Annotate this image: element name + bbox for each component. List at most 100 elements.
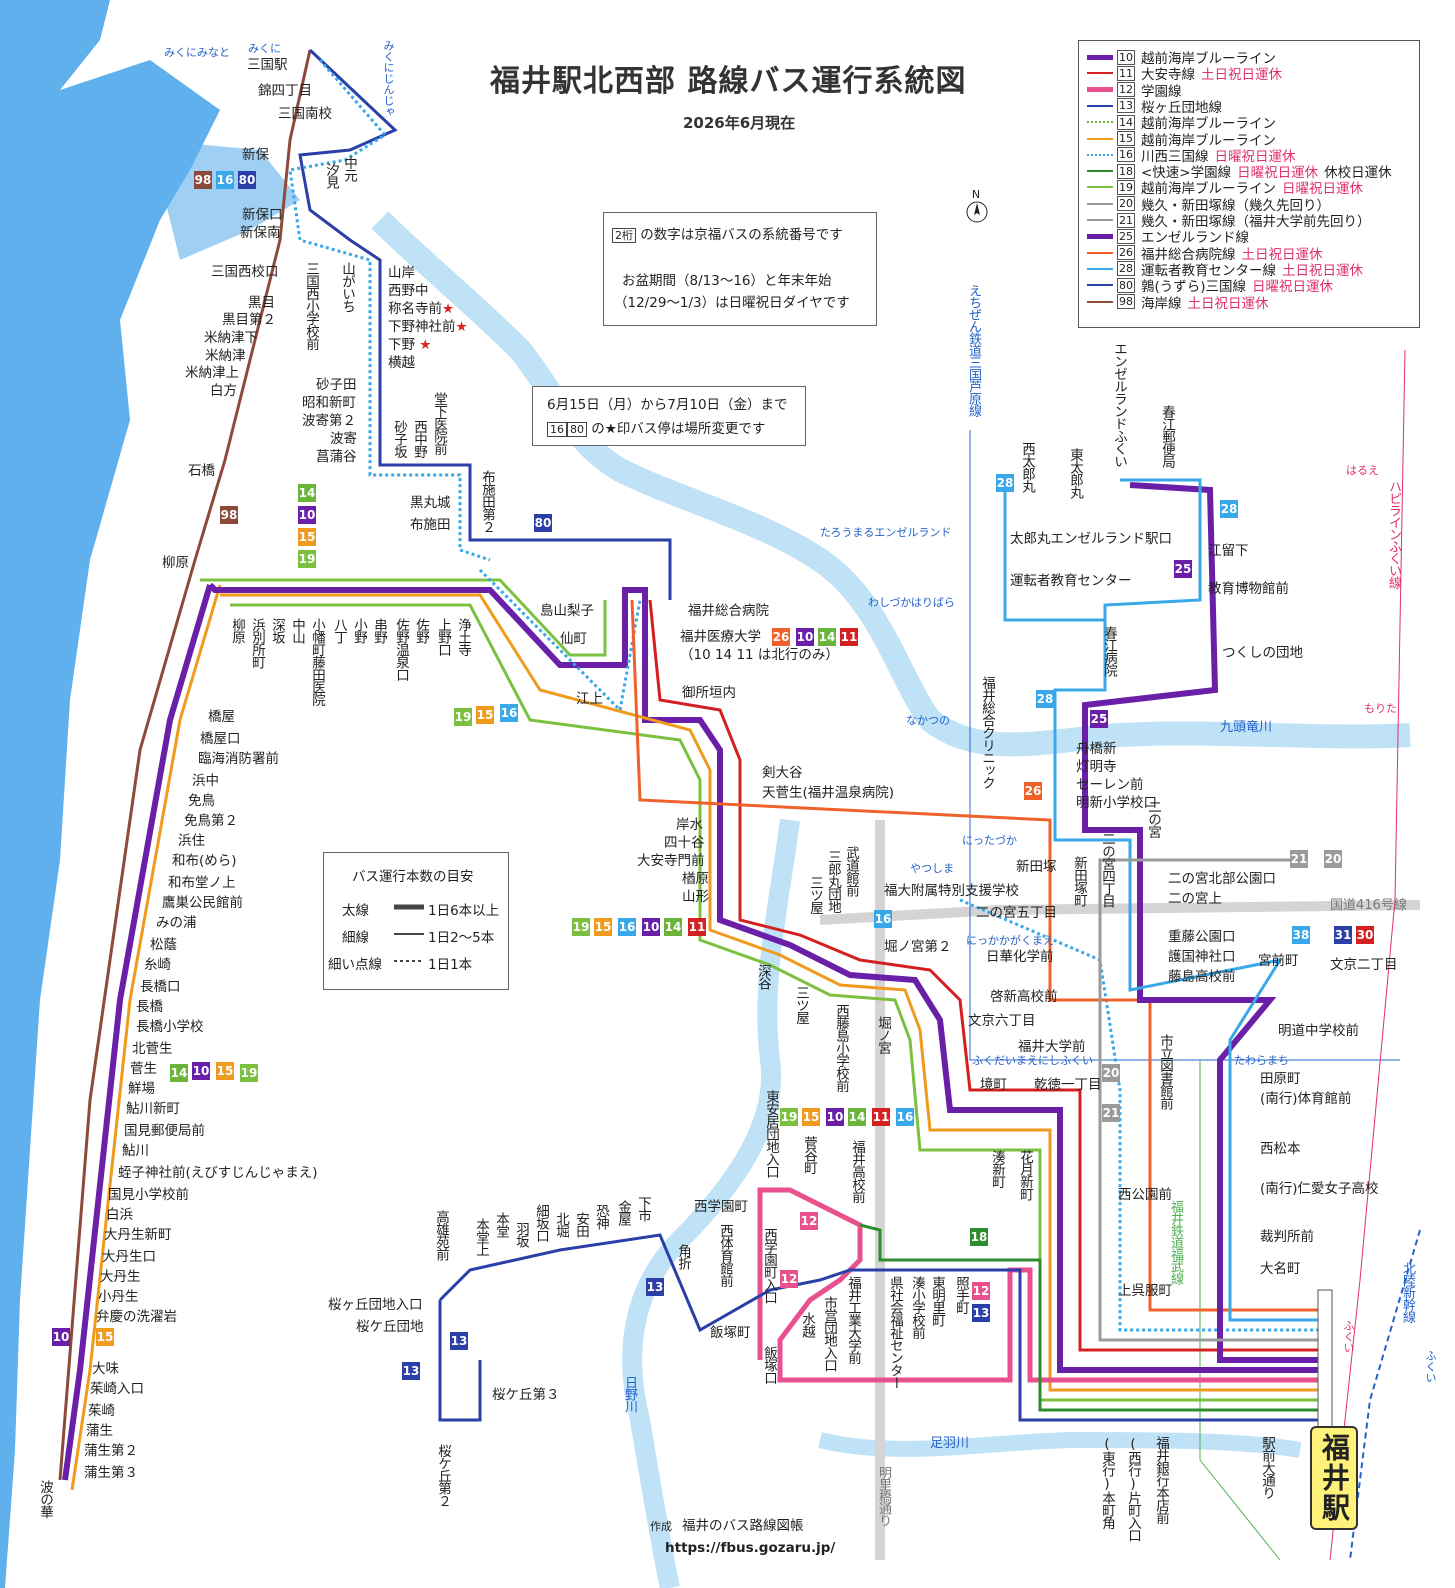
stop-label[interactable]: 中山 [289,618,305,643]
stop-label[interactable]: 長橋口 [140,979,181,995]
stop-label[interactable]: 桜ケ丘第２ [435,1444,451,1507]
stop-label[interactable]: 楢原 [682,871,709,887]
stop-label[interactable]: 汐見 [323,163,339,188]
stop-label[interactable]: 東太郎丸 [1067,448,1083,498]
stop-label[interactable]: 黒目第２ [222,312,276,328]
stop-label[interactable]: 北堀 [553,1212,569,1237]
stop-label[interactable]: 堀ノ宮第２ [884,939,952,955]
stop-label[interactable]: 下野 ★ [388,337,432,353]
stop-label[interactable]: 山がいち [339,262,355,312]
stop-label[interactable]: 花月新町 [1017,1150,1033,1200]
stop-label[interactable]: 湊新町 [989,1150,1005,1188]
stop-label[interactable]: 境町 [980,1077,1007,1093]
stop-label[interactable]: 福井銀行本店前 [1153,1436,1169,1524]
stop-label[interactable]: 浜住 [178,833,205,849]
stop-label[interactable]: 鮎川新町 [126,1101,180,1117]
stop-label[interactable]: 西公園前 [1118,1187,1172,1203]
stop-label[interactable]: 砂子坂 [391,420,407,458]
stop-label[interactable]: 西学園町入口 [761,1228,777,1303]
stop-label[interactable]: 深坂 [269,618,285,643]
stop-label[interactable]: 米納津上 [185,365,239,381]
stop-label[interactable]: 三国西小学校前 [303,262,319,350]
stop-label[interactable]: 砂子田 [316,377,357,393]
stop-label[interactable]: 島山梨子 [540,603,594,619]
stop-label[interactable]: 米納津下 [204,330,258,346]
stop-label[interactable]: 市営団地入口 [821,1296,837,1371]
stop-label[interactable]: 長橋 [136,999,163,1015]
stop-label[interactable]: 東安居団地入口 [763,1090,779,1178]
stop-label[interactable]: 藤島高校前 [1168,969,1236,985]
stop-label[interactable]: 二の宮五丁目 [976,905,1057,921]
stop-label[interactable]: 糸崎 [144,957,171,973]
stop-label[interactable]: 福井総合クリニック [979,676,995,789]
stop-label[interactable]: 浜中 [192,773,219,789]
stop-label[interactable]: 西中野 [411,420,427,458]
stop-label[interactable]: 上野口 [435,618,451,656]
stop-label[interactable]: 上呉服町 [1118,1283,1172,1299]
stop-label[interactable]: 橋屋 [208,709,235,725]
stop-label[interactable]: 山形 [682,889,709,905]
stop-label[interactable]: 細坂口 [533,1204,549,1242]
stop-label[interactable]: 水越 [799,1312,815,1337]
stop-label[interactable]: 桜ケ丘第３ [492,1387,560,1403]
stop-label[interactable]: 福井高校前 [849,1140,865,1203]
stop-label[interactable]: 中元 [341,156,357,181]
stop-label[interactable]: 文京二丁目 [1330,957,1398,973]
stop-label[interactable]: 松蔭 [150,937,177,953]
stop-label[interactable]: 下野神社前★ [388,319,468,335]
stop-label[interactable]: 北菅生 [132,1041,173,1057]
stop-label[interactable]: 灯明寺 [1076,759,1117,775]
stop-label[interactable]: 湊小学校前 [909,1276,925,1339]
stop-label[interactable]: 小丹生 [98,1289,139,1305]
stop-label[interactable]: 照手町 [953,1276,969,1314]
stop-label[interactable]: 浜別所町 [249,618,265,668]
stop-label[interactable]: 鮮場 [128,1081,155,1097]
stop-label[interactable]: つくしの団地 [1222,645,1303,661]
stop-label[interactable]: 黒丸城 [410,495,451,511]
stop-label[interactable]: 江上 [576,691,603,707]
stop-label[interactable]: 福井医療大学 [680,629,761,645]
stop-label[interactable]: 免鳥第２ [184,813,238,829]
stop-label[interactable]: 西体育館前 [717,1224,733,1287]
stop-label[interactable]: 春江病院 [1101,626,1117,676]
stop-label[interactable]: 新保 [242,147,269,163]
stop-label[interactable]: 波寄第２ [302,413,356,429]
stop-label[interactable]: 福井大学前 [1018,1039,1086,1055]
stop-label[interactable]: 本堂上 [473,1218,489,1256]
stop-label[interactable]: 西太郎丸 [1019,442,1035,492]
stop-label[interactable]: 西野中 [388,283,429,299]
stop-label[interactable]: みの浦 [156,915,197,931]
stop-label[interactable]: 運転者教育センター [1010,573,1132,589]
stop-label[interactable]: 啓新高校前 [990,989,1058,1005]
stop-label[interactable]: 横越 [388,355,415,371]
stop-label[interactable]: 新田塚 [1016,859,1057,875]
stop-label[interactable]: 裁判所前 [1260,1229,1314,1245]
stop-label[interactable]: (南行)体育館前 [1260,1091,1352,1107]
stop-label[interactable]: 茱崎 [88,1403,115,1419]
stop-label[interactable]: 菖蒲谷 [316,449,357,465]
stop-label[interactable]: 蒲生 [86,1423,113,1439]
stop-label[interactable]: 乾徳一丁目 [1034,1077,1102,1093]
stop-label[interactable]: （10 14 11 は北行のみ） [680,647,839,663]
stop-label[interactable]: 臨海消防署前 [198,751,279,767]
stop-label[interactable]: 大丹生新町 [104,1227,172,1243]
stop-label[interactable]: (南行)仁愛女子高校 [1260,1181,1379,1197]
stop-label[interactable]: 蒲生第２ [84,1443,138,1459]
stop-label[interactable]: 蛭子神社前(えびすじんじゃまえ) [118,1165,318,1181]
stop-label[interactable]: 佐野 [413,618,429,643]
stop-label[interactable]: 羽坂 [513,1222,529,1247]
stop-label[interactable]: 大味 [92,1361,119,1377]
stop-label[interactable]: 武道館前 [843,846,859,896]
stop-label[interactable]: 文京六丁目 [968,1013,1036,1029]
stop-label[interactable]: 二の宮 [1145,800,1161,838]
stop-label[interactable]: 福井総合病院 [688,603,769,619]
stop-label[interactable]: 明新小学校口 [1076,795,1157,811]
stop-label[interactable]: 西藤島小学校前 [833,1004,849,1092]
stop-label[interactable]: 堂下医院前 [431,392,447,455]
stop-label[interactable]: 恐神 [593,1204,609,1229]
stop-label[interactable]: 波の華 [37,1480,53,1518]
stop-label[interactable]: 宮前町 [1258,953,1299,969]
stop-label[interactable]: 布施田第２ [479,470,495,533]
stop-label[interactable]: 弁慶の洗濯岩 [96,1309,177,1325]
stop-label[interactable]: 春江郵便局 [1159,405,1175,468]
